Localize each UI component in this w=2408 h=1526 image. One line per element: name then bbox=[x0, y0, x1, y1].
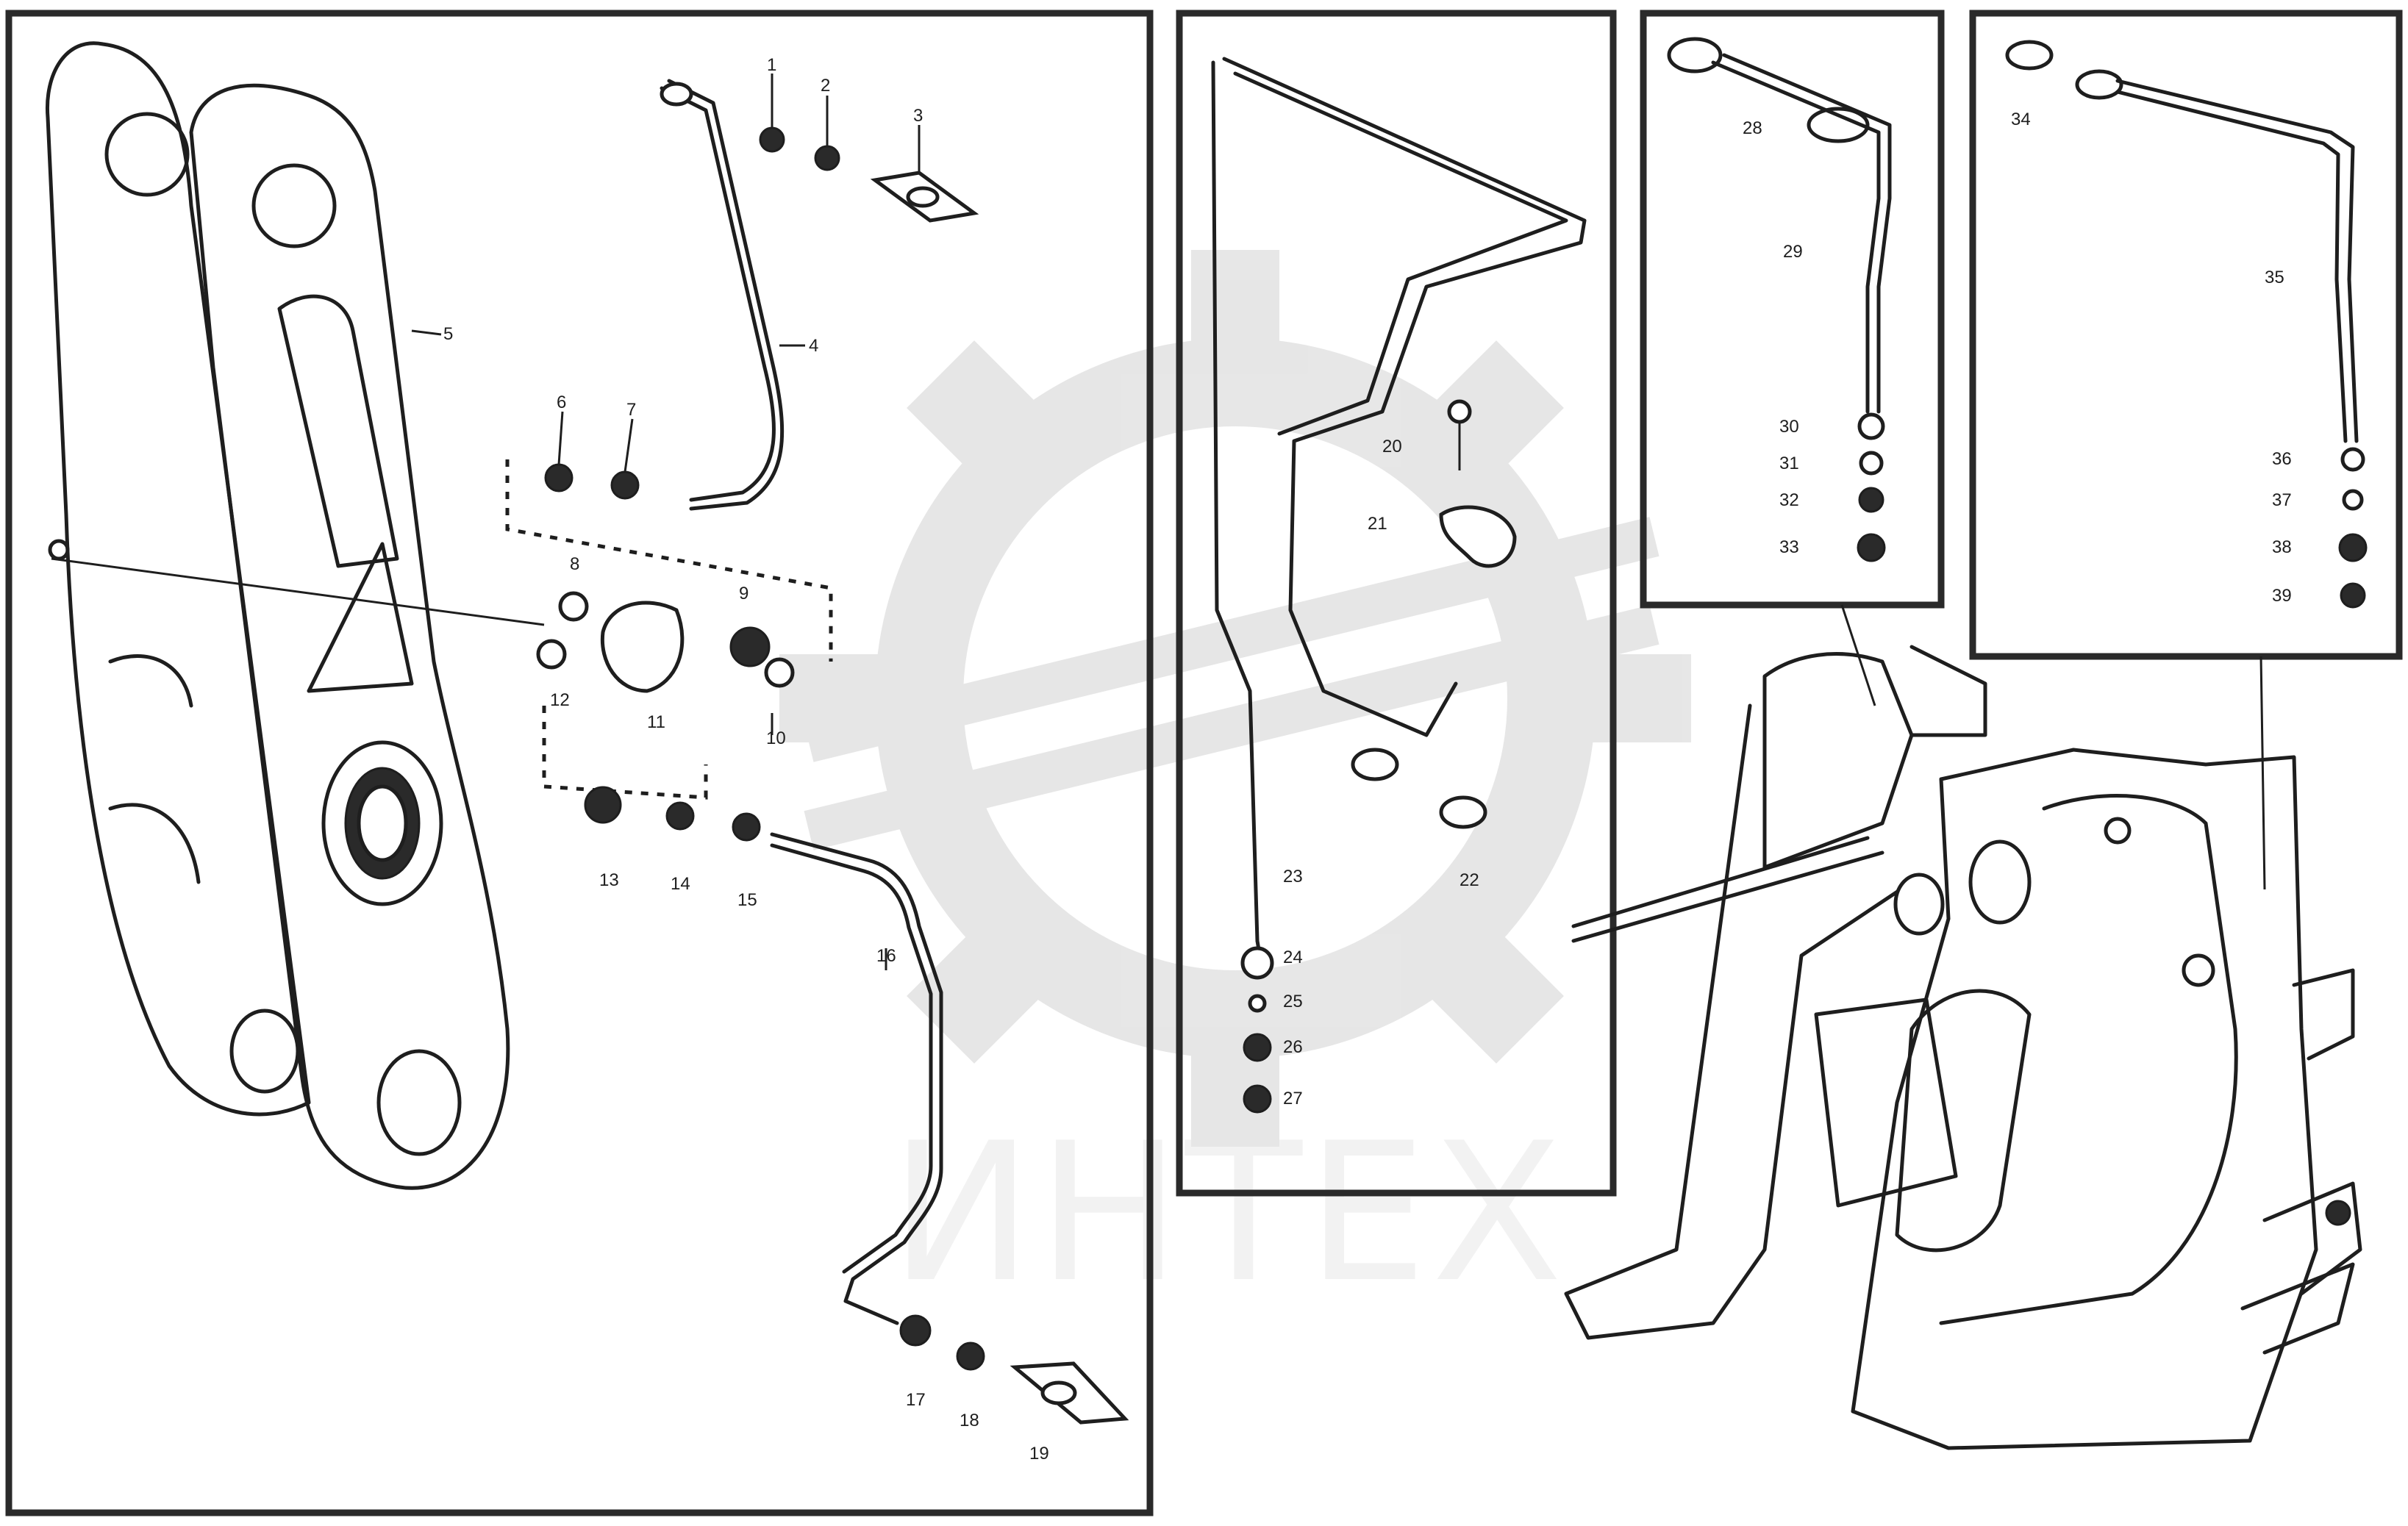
callout: 31 bbox=[1779, 454, 1799, 473]
callouts-left: 1 2 3 4 5 6 7 8 9 10 11 12 13 14 15 16 1… bbox=[443, 55, 1049, 1464]
callout: 27 bbox=[1283, 1089, 1303, 1108]
callout: 16 bbox=[876, 946, 896, 966]
callout: 32 bbox=[1779, 490, 1799, 510]
callout: 29 bbox=[1783, 242, 1803, 262]
callout: 37 bbox=[2272, 490, 2292, 510]
watermark-text: ИНТЕХ bbox=[890, 1103, 1567, 1325]
callout: 6 bbox=[557, 393, 566, 412]
callout: 8 bbox=[570, 554, 579, 574]
callout: 17 bbox=[906, 1390, 926, 1410]
callout: 28 bbox=[1743, 118, 1762, 138]
callout: 12 bbox=[550, 690, 570, 710]
left-panel-frame bbox=[5, 10, 1154, 1516]
callout: 3 bbox=[913, 106, 923, 126]
callout: 7 bbox=[626, 400, 636, 420]
callout: 22 bbox=[1460, 870, 1479, 890]
callout: 11 bbox=[647, 712, 665, 732]
callout: 19 bbox=[1029, 1444, 1049, 1464]
callout: 10 bbox=[766, 728, 786, 748]
callout: 20 bbox=[1382, 437, 1402, 456]
watermark-gear-icon bbox=[875, 338, 1596, 1058]
callout: 13 bbox=[599, 870, 619, 890]
inset-1-fittings bbox=[1667, 37, 1892, 562]
callouts-inset-2: 34 35 36 37 38 39 bbox=[2011, 110, 2292, 606]
callout: 26 bbox=[1283, 1037, 1303, 1057]
callout: 21 bbox=[1368, 514, 1387, 534]
inset-panel-2-frame bbox=[1969, 10, 2403, 660]
grease-tube-lower bbox=[770, 832, 943, 1325]
callout: 1 bbox=[767, 55, 776, 75]
inset-2-fittings bbox=[2005, 40, 2368, 609]
lift-arm-illustration bbox=[45, 41, 545, 1190]
callout: 24 bbox=[1283, 948, 1303, 967]
callout: 4 bbox=[809, 336, 818, 356]
callout: 15 bbox=[737, 890, 757, 910]
callout: 39 bbox=[2272, 586, 2292, 606]
callout: 34 bbox=[2011, 110, 2031, 129]
callouts-inset-1: 28 29 30 31 32 33 bbox=[1743, 118, 1803, 557]
callout: 2 bbox=[821, 76, 830, 96]
watermark: ИНТЕХ bbox=[779, 250, 1691, 1325]
callout: 18 bbox=[960, 1411, 979, 1430]
callout: 23 bbox=[1283, 867, 1303, 886]
callout: 36 bbox=[2272, 449, 2292, 469]
callout: 25 bbox=[1283, 992, 1303, 1011]
callout: 35 bbox=[2265, 268, 2284, 287]
middle-panel-frame bbox=[1176, 10, 1617, 1197]
inset-panel-1-frame bbox=[1640, 10, 1945, 609]
callout: 33 bbox=[1779, 537, 1799, 557]
grease-block bbox=[600, 601, 685, 693]
loader-bucket-assembly bbox=[1564, 604, 2362, 1450]
grease-tube-upper bbox=[660, 86, 776, 502]
callout: 9 bbox=[739, 584, 749, 603]
callout: 30 bbox=[1779, 417, 1799, 437]
callout: 38 bbox=[2272, 537, 2292, 557]
callout: 14 bbox=[671, 874, 690, 894]
callout: 5 bbox=[443, 324, 453, 344]
callouts-middle: 20 21 22 23 24 25 26 27 bbox=[1283, 437, 1479, 1108]
